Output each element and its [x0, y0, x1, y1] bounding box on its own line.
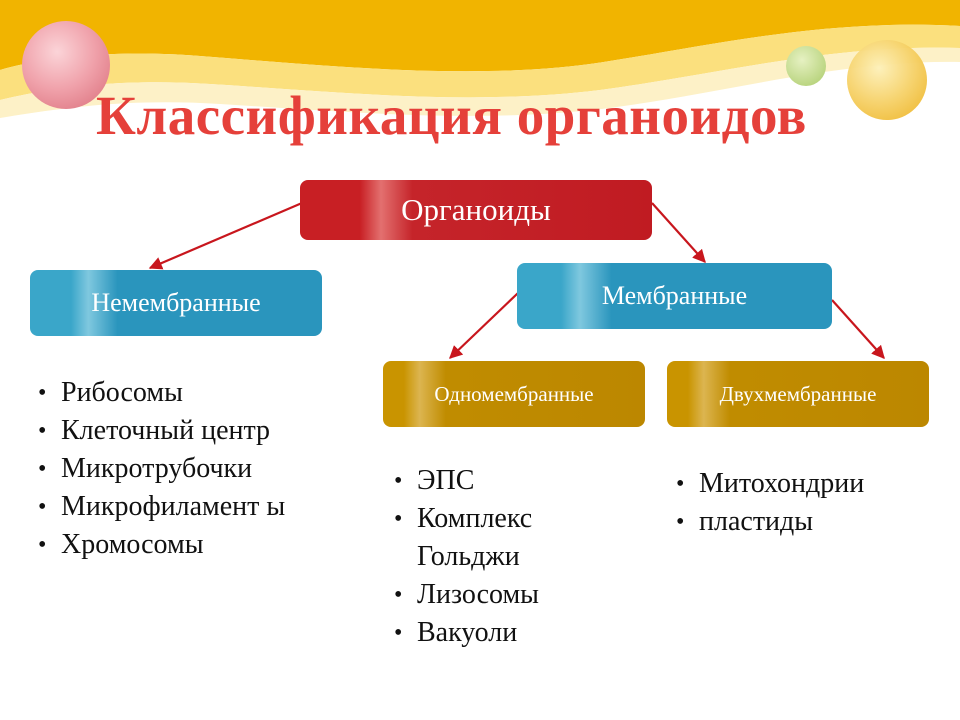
list-item: ЭПС [392, 462, 622, 500]
organelles-root-box: Органоиды [300, 180, 652, 240]
single-membrane-label: Одномембранные [434, 381, 594, 406]
arrow-membrane-to-single [449, 292, 519, 359]
membrane-box: Мембранные [517, 263, 832, 329]
green-bubble [786, 46, 826, 86]
list-item: Клеточный центр [36, 412, 336, 450]
double-membrane-label: Двухмембранные [719, 381, 877, 406]
double-membrane-list: Митохондрии пластиды [674, 465, 934, 541]
list-item: Микротрубочки [36, 450, 336, 488]
list-item: пластиды [674, 503, 934, 541]
connector-arrows [148, 201, 885, 359]
list-item: Лизосомы [392, 576, 622, 614]
page-title: Классификация органоидов [96, 85, 807, 146]
membrane-label: Мембранные [601, 281, 748, 310]
arrow-root-to-nonmembrane [148, 201, 303, 270]
list-item: Микрофиламент ы [36, 488, 336, 526]
nonmembrane-list: Рибосомы Клеточный центр Микротрубочки М… [36, 374, 336, 564]
single-membrane-list: ЭПС Комплекс Гольджи Лизосомы Вакуоли [392, 462, 622, 652]
nonmembrane-box: Немембранные [30, 270, 322, 336]
top-wave-band [0, 0, 960, 118]
list-item: Митохондрии [674, 465, 934, 503]
list-item: Вакуоли [392, 614, 622, 652]
list-item: Хромосомы [36, 526, 336, 564]
single-membrane-box: Одномембранные [383, 361, 645, 427]
arrow-membrane-to-double [831, 299, 885, 359]
arrow-root-to-membrane [651, 202, 706, 263]
yellow-bubble [847, 40, 927, 120]
nonmembrane-label: Немембранные [91, 288, 261, 317]
organelles-root-label: Органоиды [401, 192, 551, 227]
double-membrane-box: Двухмембранные [667, 361, 929, 427]
list-item: Рибосомы [36, 374, 336, 412]
pink-bubble [22, 21, 110, 109]
list-item: Комплекс Гольджи [392, 500, 622, 576]
